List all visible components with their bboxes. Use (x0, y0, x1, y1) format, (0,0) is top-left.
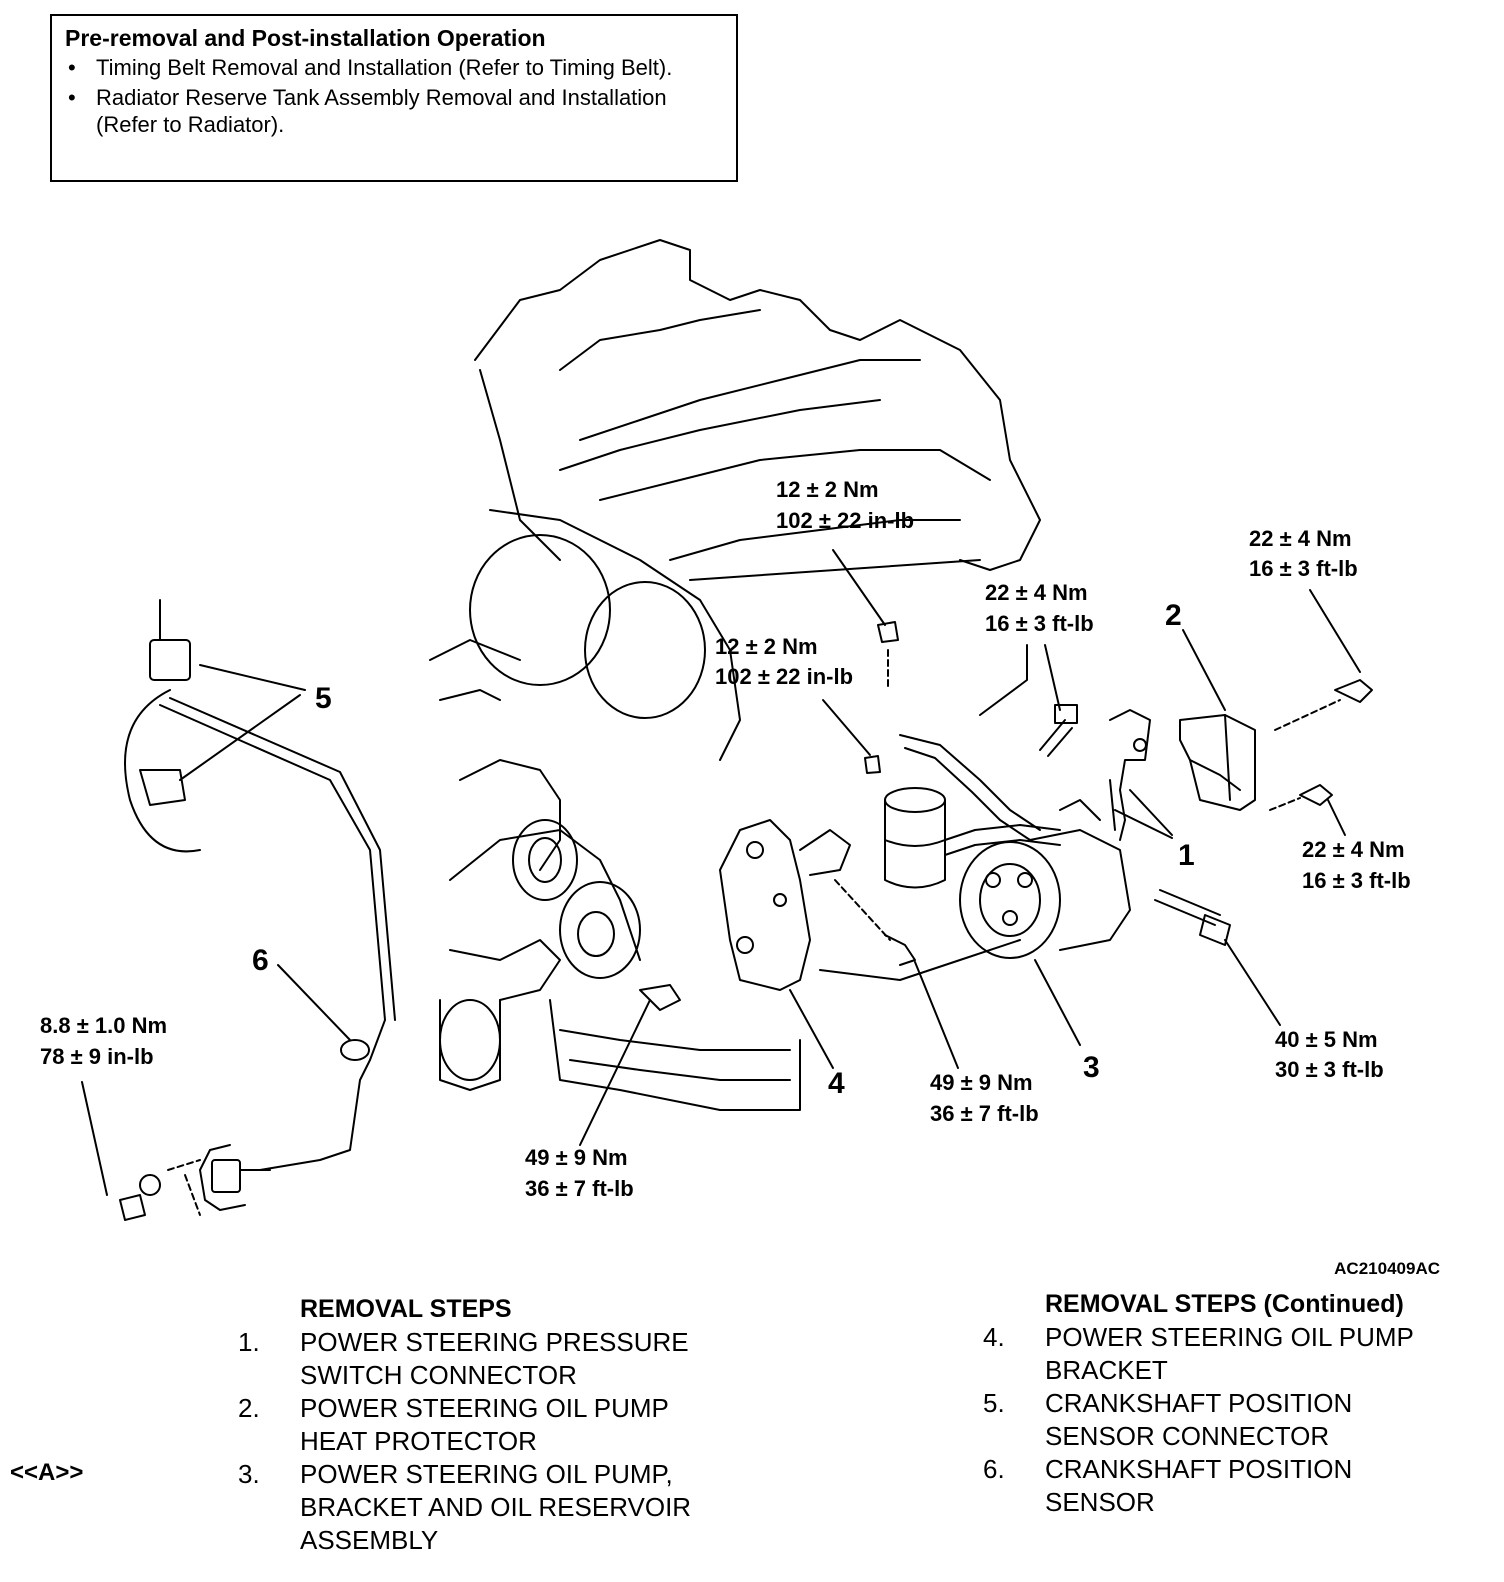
callout-6: 6 (252, 944, 269, 977)
step-text: BRACKET AND OIL RESERVOIR (300, 1492, 692, 1522)
bullet-icon: • (68, 85, 76, 110)
step-text: POWER STEERING PRESSURE (300, 1327, 689, 1357)
step-text: POWER STEERING OIL PUMP (1045, 1322, 1414, 1352)
removal-steps-continued-title: REMOVAL STEPS (Continued) (1045, 1290, 1404, 1318)
callout-2: 2 (1165, 599, 1182, 632)
torque-label: 49 ± 9 Nm 36 ± 7 ft-lb (930, 1070, 1039, 1126)
torque-value-nm: 8.8 ± 1.0 Nm (40, 1013, 167, 1038)
torque-value-imperial: 102 ± 22 in-lb (715, 664, 853, 689)
step-text: POWER STEERING OIL PUMP, (300, 1459, 673, 1489)
torque-value-nm: 12 ± 2 Nm (715, 634, 818, 659)
torque-value-imperial: 102 ± 22 in-lb (776, 508, 914, 533)
pre-operation-item-text: Radiator Reserve Tank Assembly Removal a… (96, 85, 667, 137)
step-text: SENSOR CONNECTOR (1045, 1421, 1330, 1451)
power-steering-pump-drawing (81, 549, 1373, 1221)
callout-4: 4 (828, 1067, 845, 1100)
step-number: 6. (983, 1454, 1005, 1484)
pre-operation-box: Pre-removal and Post-installation Operat… (50, 14, 738, 182)
step-number: 3. (238, 1459, 260, 1489)
step-text: CRANKSHAFT POSITION (1045, 1388, 1353, 1418)
callout-5: 5 (315, 682, 332, 715)
removal-step: 5. CRANKSHAFT POSITION SENSOR CONNECTOR (983, 1387, 1485, 1453)
torque-value-imperial: 36 ± 7 ft-lb (525, 1176, 634, 1201)
torque-label: 8.8 ± 1.0 Nm 78 ± 9 in-lb (40, 1013, 167, 1069)
torque-label: 22 ± 4 Nm 16 ± 3 ft-lb (1302, 837, 1411, 893)
torque-value-imperial: 36 ± 7 ft-lb (930, 1101, 1039, 1126)
torque-label: 22 ± 4 Nm 16 ± 3 ft-lb (985, 580, 1094, 636)
removal-step: 2. POWER STEERING OIL PUMP HEAT PROTECTO… (238, 1392, 800, 1458)
removal-steps: REMOVAL STEPS 1. POWER STEERING PRESSURE… (238, 1293, 800, 1557)
removal-step: 1. POWER STEERING PRESSURE SWITCH CONNEC… (238, 1326, 800, 1392)
step-number: 2. (238, 1393, 260, 1423)
torque-label: 22 ± 4 Nm 16 ± 3 ft-lb (1249, 526, 1358, 581)
torque-label: 12 ± 2 Nm 102 ± 22 in-lb (776, 477, 914, 533)
figure-id: AC210409AC (1334, 1259, 1440, 1278)
torque-label: 12 ± 2 Nm 102 ± 22 in-lb (715, 634, 853, 689)
torque-value-nm: 22 ± 4 Nm (1302, 837, 1405, 862)
torque-value-imperial: 16 ± 3 ft-lb (1302, 868, 1411, 893)
torque-value-imperial: 16 ± 3 ft-lb (985, 611, 1094, 636)
step-text: POWER STEERING OIL PUMP (300, 1393, 669, 1423)
torque-value-nm: 22 ± 4 Nm (1249, 526, 1352, 551)
torque-value-nm: 22 ± 4 Nm (985, 580, 1088, 605)
step-number: 4. (983, 1322, 1005, 1352)
removal-steps-continued: REMOVAL STEPS (Continued) 4. POWER STEER… (983, 1288, 1485, 1519)
removal-steps-title: REMOVAL STEPS (300, 1295, 512, 1323)
pre-operation-title: Pre-removal and Post-installation Operat… (65, 25, 546, 51)
removal-step: 4. POWER STEERING OIL PUMP BRACKET (983, 1321, 1485, 1387)
callout-3: 3 (1083, 1051, 1100, 1084)
torque-value-imperial: 78 ± 9 in-lb (40, 1044, 154, 1069)
step-text: SENSOR (1045, 1487, 1155, 1517)
procedure-note-marker: <<A>> (10, 1459, 84, 1486)
torque-label: 49 ± 9 Nm 36 ± 7 ft-lb (525, 1145, 634, 1201)
bullet-icon: • (68, 55, 76, 80)
step-text: CRANKSHAFT POSITION (1045, 1454, 1353, 1484)
step-text: BRACKET (1045, 1355, 1168, 1385)
step-text: HEAT PROTECTOR (300, 1426, 537, 1456)
torque-label: 40 ± 5 Nm 30 ± 3 ft-lb (1275, 1027, 1384, 1082)
pre-operation-item-text: Timing Belt Removal and Installation (Re… (96, 55, 673, 80)
step-number: 5. (983, 1388, 1005, 1418)
callout-1: 1 (1178, 839, 1195, 872)
torque-value-imperial: 30 ± 3 ft-lb (1275, 1057, 1384, 1082)
torque-value-nm: 49 ± 9 Nm (930, 1070, 1033, 1095)
engine-exploded-diagram: 1 2 3 4 5 6 12 ± 2 Nm 102 ± 22 in-lb 12 … (40, 239, 1411, 1221)
engine-block-drawing (429, 239, 1041, 1111)
torque-value-nm: 49 ± 9 Nm (525, 1145, 628, 1170)
step-text: SWITCH CONNECTOR (300, 1360, 577, 1390)
pre-operation-item: • Radiator Reserve Tank Assembly Removal… (65, 84, 676, 138)
removal-step: 3. POWER STEERING OIL PUMP, BRACKET AND … (238, 1458, 800, 1557)
torque-value-nm: 12 ± 2 Nm (776, 477, 879, 502)
torque-value-nm: 40 ± 5 Nm (1275, 1027, 1378, 1052)
pre-operation-item: • Timing Belt Removal and Installation (… (65, 54, 676, 81)
step-number: 1. (238, 1327, 260, 1357)
removal-step: 6. CRANKSHAFT POSITION SENSOR (983, 1453, 1485, 1519)
step-text: ASSEMBLY (300, 1525, 439, 1555)
torque-value-imperial: 16 ± 3 ft-lb (1249, 556, 1358, 581)
